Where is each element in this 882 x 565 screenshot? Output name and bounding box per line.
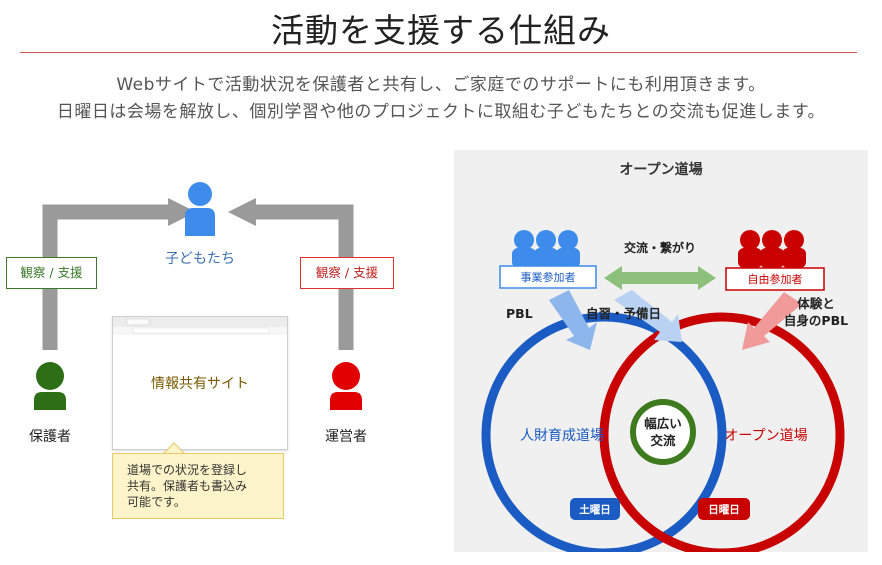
experience-label-line1: 体験と — [797, 296, 835, 311]
operator-label: 運営者 — [325, 429, 367, 445]
intro-line-1: Webサイトで活動状況を保護者と共有し、ご家庭でのサポートにも利用頂きます。 — [116, 75, 766, 95]
saturday-badge — [570, 498, 620, 520]
site-note-callout: 道場での状況を登録し 共有。保護者も書込み 可能です。 — [112, 453, 284, 519]
left-diagram-graphics — [34, 182, 362, 410]
talent-dojo-label: 人財育成道場 — [520, 428, 604, 444]
open-dojo-panel: オープン道場 事業参加者 自由参加者 交流・繋がり PBL 自習・予備 — [454, 150, 868, 558]
wide-exchange-line2: 交流 — [650, 433, 676, 448]
operator-person-icon — [330, 362, 362, 410]
experience-arrow — [742, 292, 802, 350]
exchange-link-label: 交流・繋がり — [624, 240, 696, 255]
guardian-person-icon — [34, 362, 66, 410]
panel-title: オープン道場 — [619, 161, 702, 178]
note-line-3: 可能です。 — [127, 495, 186, 509]
info-sharing-site-thumbnail: 情報共有サイト — [112, 316, 288, 450]
business-participants-box — [499, 265, 597, 289]
saturday-label: 土曜日 — [579, 503, 611, 516]
business-participants-label: 事業参加者 — [521, 270, 576, 284]
browser-chrome-icon — [113, 317, 287, 335]
site-title: 情報共有サイト — [151, 376, 249, 392]
note-line-2: 共有。保護者も書込み — [127, 479, 248, 493]
right-arrow — [228, 198, 354, 350]
wide-exchange-line1: 幅広い — [644, 416, 682, 431]
left-arrow — [42, 198, 196, 350]
sunday-label: 日曜日 — [708, 504, 740, 516]
self-study-label: 自習・予備日 — [586, 306, 661, 321]
business-participants-icon — [512, 230, 580, 268]
sunday-badge — [698, 498, 750, 520]
title-divider — [20, 52, 857, 53]
page-title: 活動を支援する仕組み — [271, 11, 611, 50]
intro-line-2: 日曜日は会場を解放し、個別学習や他のプロジェクトに取組む子どもたちとの交流も促進… — [56, 102, 826, 122]
children-person-icon — [185, 182, 215, 236]
guardian-label: 保護者 — [29, 429, 71, 445]
observe-support-label-right: 観察 / 支援 — [300, 257, 394, 289]
wide-exchange-circle — [630, 399, 696, 465]
free-participants-box — [725, 267, 825, 291]
self-study-arrow — [614, 290, 682, 342]
pbl-arrow — [549, 290, 597, 350]
free-participants-label: 自由参加者 — [748, 272, 803, 286]
note-line-1: 道場での状況を登録し — [127, 463, 248, 477]
open-dojo-label: オープン道場 — [724, 428, 807, 444]
experience-label-line2: 自身のPBL — [784, 313, 848, 328]
open-dojo-diagram: オープン道場 事業参加者 自由参加者 交流・繋がり PBL 自習・予備 — [481, 161, 848, 558]
exchange-double-arrow — [604, 266, 716, 290]
observe-support-label-left: 観察 / 支援 — [6, 257, 97, 289]
children-label: 子どもたち — [165, 251, 235, 267]
pbl-label: PBL — [506, 306, 533, 321]
free-participants-icon — [738, 230, 806, 268]
